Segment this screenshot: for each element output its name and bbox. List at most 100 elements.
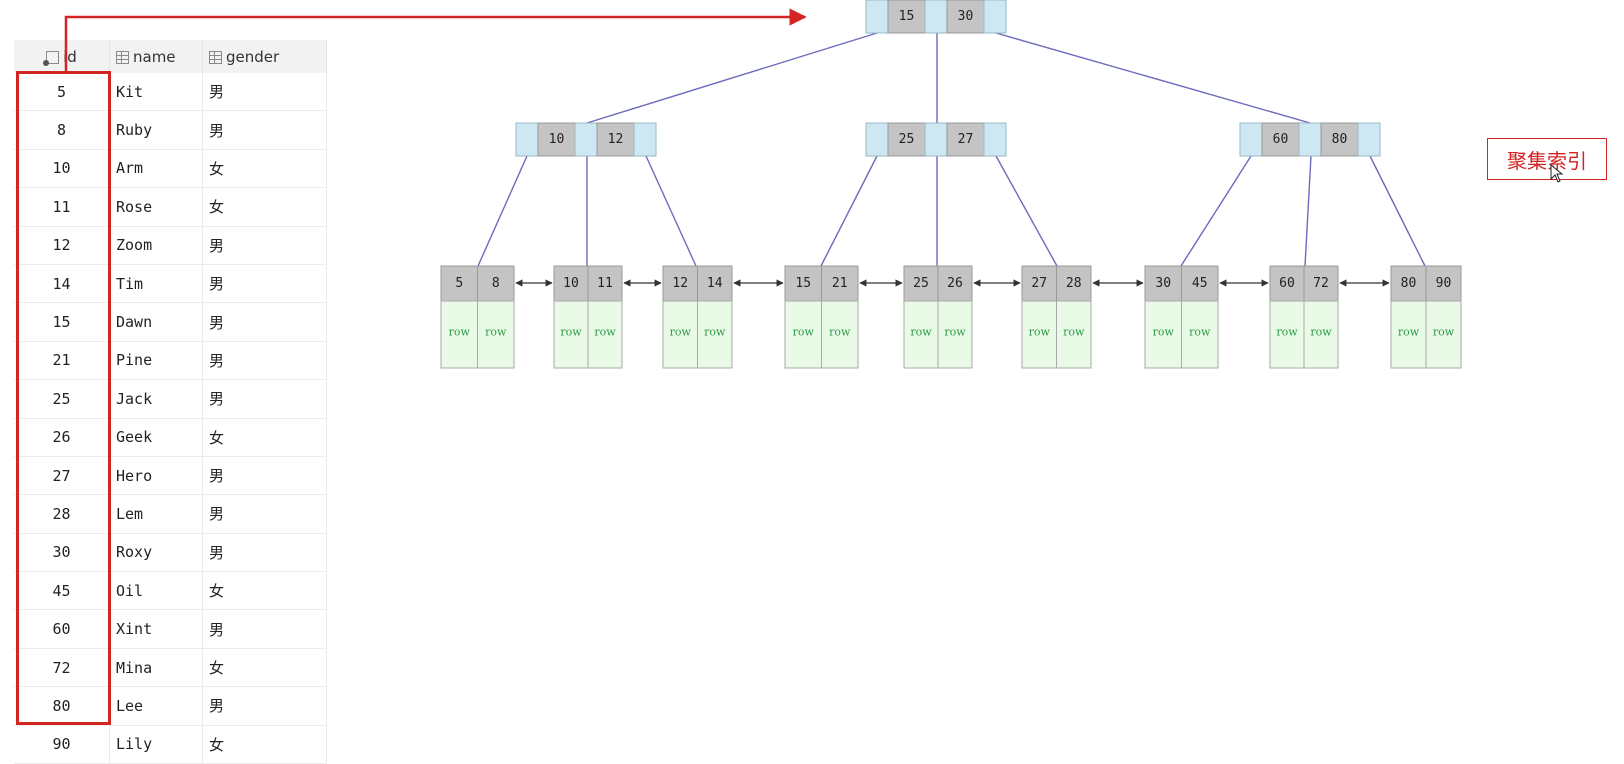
cell-id[interactable]: 72 — [14, 648, 110, 688]
row-label: row — [910, 326, 932, 339]
row-label: row — [1433, 326, 1455, 339]
cell-id[interactable]: 30 — [14, 533, 110, 573]
column-icon — [116, 50, 129, 64]
node-key: 12 — [608, 132, 624, 147]
node-key: 15 — [899, 9, 915, 24]
cell-name[interactable]: Roxy — [109, 533, 203, 573]
row-label: row — [560, 326, 582, 339]
cell-name[interactable]: Mina — [109, 648, 203, 688]
header-name[interactable]: name — [109, 40, 203, 73]
cell-gender[interactable]: 女 — [202, 149, 327, 189]
cell-id[interactable]: 5 — [14, 73, 110, 112]
cell-name[interactable]: Oil — [109, 571, 203, 611]
cell-gender[interactable]: 男 — [202, 609, 327, 649]
pointer-cell — [1357, 122, 1381, 157]
row-cell — [1303, 300, 1339, 369]
pointer-cell — [924, 0, 948, 34]
cell-name[interactable]: Arm — [109, 149, 203, 189]
leaf-key-cell — [903, 265, 939, 302]
cell-name[interactable]: Ruby — [109, 110, 203, 150]
leaf-key-cell — [1390, 265, 1427, 302]
node-key: 27 — [958, 132, 974, 147]
cell-id[interactable]: 26 — [14, 418, 110, 457]
cell-gender[interactable]: 男 — [202, 379, 327, 419]
node-key: 30 — [958, 9, 974, 24]
header-gender[interactable]: gender — [202, 40, 327, 73]
cell-id[interactable]: 14 — [14, 264, 110, 304]
cell-gender[interactable]: 男 — [202, 264, 327, 304]
cell-id[interactable]: 10 — [14, 149, 110, 189]
cell-gender[interactable]: 男 — [202, 341, 327, 381]
cell-gender[interactable]: 女 — [202, 187, 327, 227]
cell-gender[interactable]: 男 — [202, 302, 327, 342]
cell-name[interactable]: Kit — [109, 73, 203, 112]
cell-name[interactable]: Xint — [109, 609, 203, 649]
cell-id[interactable]: 28 — [14, 494, 110, 534]
cell-name[interactable]: Dawn — [109, 302, 203, 342]
leaf-key: 26 — [947, 276, 963, 291]
cell-name[interactable]: Jack — [109, 379, 203, 419]
cell-gender[interactable]: 男 — [202, 110, 327, 150]
cell-name[interactable]: Zoom — [109, 226, 203, 265]
cell-name[interactable]: Rose — [109, 187, 203, 227]
tree-edge — [586, 32, 878, 124]
cell-id[interactable]: 45 — [14, 571, 110, 611]
cell-id[interactable]: 90 — [14, 725, 110, 764]
cell-id[interactable]: 8 — [14, 110, 110, 150]
cell-gender[interactable]: 男 — [202, 494, 327, 534]
row-cell — [477, 300, 515, 369]
cell-name[interactable]: Geek — [109, 418, 203, 457]
leaf-key: 12 — [672, 276, 688, 291]
leaf-key-cell — [784, 265, 822, 302]
row-cell — [697, 300, 733, 369]
cell-id[interactable]: 80 — [14, 686, 110, 726]
node-key: 80 — [1332, 132, 1348, 147]
cell-gender[interactable]: 男 — [202, 533, 327, 573]
cell-id[interactable]: 12 — [14, 226, 110, 265]
cell-name[interactable]: Lem — [109, 494, 203, 534]
mouse-cursor-icon — [1550, 164, 1564, 183]
cell-gender[interactable]: 女 — [202, 418, 327, 457]
cell-gender[interactable]: 男 — [202, 686, 327, 726]
cell-gender[interactable]: 女 — [202, 725, 327, 764]
tree-edge — [645, 155, 697, 267]
row-cell — [1056, 300, 1092, 369]
tree-edge — [1369, 155, 1426, 267]
cell-gender[interactable]: 男 — [202, 73, 327, 112]
cell-gender[interactable]: 男 — [202, 456, 327, 496]
cell-gender[interactable]: 女 — [202, 571, 327, 611]
tree-edge — [1304, 155, 1312, 267]
cell-gender[interactable]: 男 — [202, 226, 327, 265]
cell-name[interactable]: Tim — [109, 264, 203, 304]
cell-name[interactable]: Pine — [109, 341, 203, 381]
cell-name[interactable]: Lee — [109, 686, 203, 726]
cell-name[interactable]: Hero — [109, 456, 203, 496]
row-cell — [784, 300, 822, 369]
clustered-index-label: 聚集索引 — [1487, 138, 1607, 180]
cell-gender[interactable]: 女 — [202, 648, 327, 688]
row-cell — [587, 300, 623, 369]
tree-edge — [1180, 155, 1252, 267]
header-id[interactable]: id — [14, 40, 110, 73]
tree-edge — [995, 155, 1058, 267]
